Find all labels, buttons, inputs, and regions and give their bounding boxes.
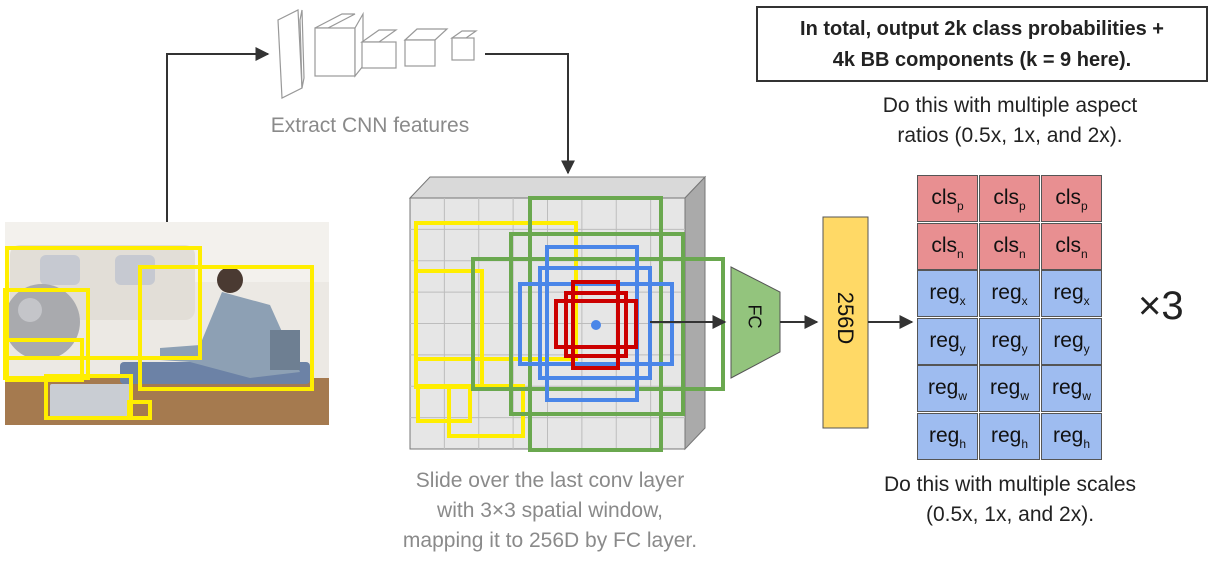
cell-base-label: cls xyxy=(993,186,1019,209)
output-cell-reg-w: regw xyxy=(1041,365,1102,412)
cell-sub-label: p xyxy=(1018,199,1026,213)
output-cell-reg-w: regw xyxy=(979,365,1040,412)
output-cell-cls-n: clsn xyxy=(1041,222,1102,270)
cell-base-label: reg xyxy=(991,281,1022,304)
cnn-label: Extract CNN features xyxy=(270,114,470,137)
red-anchors xyxy=(554,280,638,370)
fc-label: FC xyxy=(744,304,765,329)
fc-layer-shape xyxy=(730,266,781,379)
cell-sub-label: n xyxy=(1080,246,1088,261)
output-cell-reg-x: regx xyxy=(1041,270,1102,317)
slide-note: Slide over the last conv layer with 3×3 … xyxy=(345,466,755,556)
cell-base-label: reg xyxy=(989,376,1021,399)
output-cell-reg-y: regy xyxy=(979,317,1040,365)
cell-sub-label: h xyxy=(1021,436,1029,451)
total-note-line2: 4k BB components (k = 9 here). xyxy=(832,49,1132,71)
cnn-icon xyxy=(277,9,478,99)
output-cell-cls-p: clsp xyxy=(1041,175,1102,222)
scales-note: Do this with multiple scales (0.5x, 1x, … xyxy=(830,470,1190,530)
cell-sub-label: y xyxy=(1021,341,1028,356)
slide-note-line1: Slide over the last conv layer xyxy=(415,469,685,492)
cell-sub-label: p xyxy=(1080,199,1088,213)
slide-note-line3: mapping it to 256D by FC layer. xyxy=(402,529,698,552)
output-cell-reg-h: regh xyxy=(979,412,1040,460)
cell-base-label: reg xyxy=(1053,281,1084,304)
total-note-line1: In total, output 2k class probabilities … xyxy=(800,18,1164,40)
cell-base-label: reg xyxy=(991,328,1022,352)
cell-base-label: cls xyxy=(931,233,957,257)
feature-256d-label: 256D xyxy=(833,291,858,345)
cell-base-label: reg xyxy=(990,423,1022,447)
multiplier-label: ×3 xyxy=(1138,284,1184,328)
cell-base-label: reg xyxy=(1052,423,1084,447)
cell-sub-label: w xyxy=(958,389,968,403)
cell-base-label: reg xyxy=(1053,328,1084,352)
cell-base-label: reg xyxy=(1051,376,1083,399)
cell-base-label: cls xyxy=(1055,186,1081,209)
cell-sub-label: h xyxy=(1083,436,1091,451)
cell-sub-label: h xyxy=(959,436,967,451)
output-cell-reg-x: regx xyxy=(917,270,978,317)
cell-sub-label: y xyxy=(959,341,966,356)
output-cell-cls-p: clsp xyxy=(979,175,1040,222)
cell-sub-label: w xyxy=(1082,389,1092,403)
cell-sub-label: n xyxy=(956,246,964,261)
cell-base-label: reg xyxy=(928,423,960,447)
output-cell-reg-h: regh xyxy=(917,412,978,460)
total-output-box: In total, output 2k class probabilities … xyxy=(756,6,1208,82)
cell-base-label: cls xyxy=(931,186,957,209)
aspect-note-line1: Do this with multiple aspect xyxy=(882,94,1138,117)
cell-base-label: cls xyxy=(993,233,1019,257)
cell-base-label: reg xyxy=(929,281,960,304)
slide-note-line2: with 3×3 spatial window, xyxy=(437,499,663,522)
output-cell-reg-h: regh xyxy=(1041,412,1102,460)
aspect-ratio-note: Do this with multiple aspect ratios (0.5… xyxy=(820,91,1200,151)
scales-note-line1: Do this with multiple scales xyxy=(883,473,1137,496)
exercise-ball xyxy=(4,284,80,360)
scales-note-line2: (0.5x, 1x, and 2x). xyxy=(925,503,1095,526)
input-photo xyxy=(4,222,329,425)
output-cell-reg-y: regy xyxy=(917,317,978,365)
cell-sub-label: w xyxy=(1020,389,1030,403)
arrow-to-cnn xyxy=(166,47,270,222)
person xyxy=(217,267,243,293)
photo-yellow-boxes xyxy=(3,246,314,420)
cell-sub-label: p xyxy=(956,199,964,213)
cell-sub-label: n xyxy=(1018,246,1026,261)
output-cell-reg-w: regw xyxy=(917,365,978,412)
cell-sub-label: x xyxy=(1021,294,1028,308)
cell-base-label: reg xyxy=(929,328,960,352)
output-cell-reg-x: regx xyxy=(979,270,1040,317)
output-cell-cls-n: clsn xyxy=(917,222,978,270)
aspect-note-line2: ratios (0.5x, 1x, and 2x). xyxy=(897,124,1123,147)
output-cell-cls-p: clsp xyxy=(917,175,978,222)
green-anchors xyxy=(471,196,725,452)
laptop xyxy=(50,384,130,418)
cell-sub-label: x xyxy=(1083,294,1090,308)
output-cell-cls-n: clsn xyxy=(979,222,1040,270)
cell-base-label: cls xyxy=(1055,233,1081,257)
cell-sub-label: y xyxy=(1083,341,1090,356)
arrow-to-conv xyxy=(485,53,575,175)
cell-base-label: reg xyxy=(927,376,959,399)
cell-sub-label: x xyxy=(959,294,966,308)
window-center-dot xyxy=(591,320,601,330)
anchor-boxes xyxy=(414,196,725,452)
output-cell-reg-y: regy xyxy=(1041,317,1102,365)
